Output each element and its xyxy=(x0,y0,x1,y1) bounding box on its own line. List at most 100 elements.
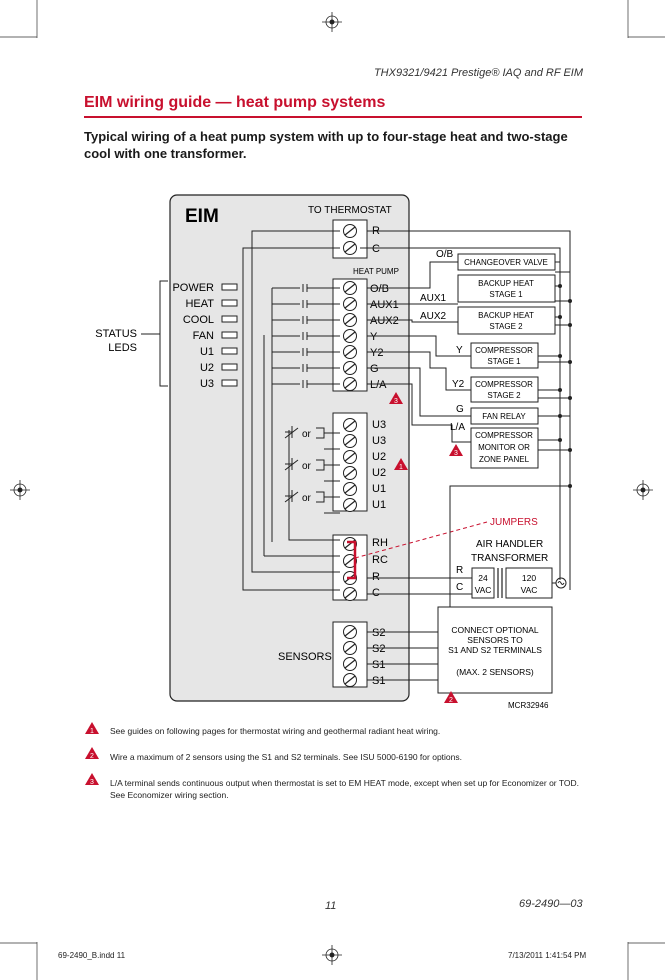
terminal-u2a: U2 xyxy=(372,451,386,463)
backup-heat-2-box xyxy=(457,306,556,335)
ac-source-icon xyxy=(552,577,567,589)
terminal-aux2: AUX2 xyxy=(370,315,399,327)
led-fan-label: FAN xyxy=(193,330,214,342)
note-marker-3b: 3 xyxy=(449,444,463,457)
led-heat-label: HEAT xyxy=(185,298,214,310)
svg-text:BACKUP HEAT: BACKUP HEAT xyxy=(478,311,534,320)
svg-text:Y: Y xyxy=(456,345,463,356)
svg-text:3: 3 xyxy=(394,398,398,405)
relay-contact-icon xyxy=(272,316,340,324)
footnote-2: Wire a maximum of 2 sensors using the S1… xyxy=(110,752,462,762)
terminal-u3a: U3 xyxy=(372,419,386,431)
svg-text:COMPRESSOR: COMPRESSOR xyxy=(475,380,533,389)
terminal-u1a: U1 xyxy=(372,483,386,495)
svg-text:O/B: O/B xyxy=(436,249,454,260)
compressor-monitor-box xyxy=(470,427,539,469)
svg-text:G: G xyxy=(456,404,464,415)
terminal-s1a: S1 xyxy=(372,659,385,671)
terminal-rc: RC xyxy=(372,554,388,566)
heat-pump-label: HEAT PUMP xyxy=(353,267,399,276)
footnote-1: See guides on following pages for thermo… xyxy=(110,726,441,736)
or-label-1: or xyxy=(302,429,312,440)
terminal-y: Y xyxy=(370,331,378,343)
svg-text:24: 24 xyxy=(478,573,488,583)
terminal-screw-slot xyxy=(344,420,356,430)
relay-contact-icon xyxy=(272,380,340,388)
svg-text:FAN RELAY: FAN RELAY xyxy=(482,412,526,421)
svg-text:STAGE 2: STAGE 2 xyxy=(487,391,521,400)
note-marker-2: 2 xyxy=(444,691,458,704)
or-label-2: or xyxy=(302,461,312,472)
terminal-screw-slot xyxy=(344,243,356,253)
terminal-screw-slot xyxy=(344,556,356,566)
terminal-la: L/A xyxy=(370,379,387,391)
relay-contact-icon xyxy=(272,284,340,292)
svg-text:AUX1: AUX1 xyxy=(420,293,447,304)
svg-text:CONNECT OPTIONAL: CONNECT OPTIONAL xyxy=(451,625,538,635)
fan-relay-box xyxy=(470,407,539,425)
terminal-s1b: S1 xyxy=(372,675,385,687)
page-title: EIM wiring guide — heat pump systems xyxy=(84,94,386,111)
document-number: 69-2490—03 xyxy=(519,898,583,910)
svg-text:VAC: VAC xyxy=(475,585,492,595)
relay-contact-icon xyxy=(272,300,340,308)
air-handler-label: AIR HANDLER xyxy=(476,539,543,550)
svg-text:3: 3 xyxy=(90,779,94,786)
terminal-u2b: U2 xyxy=(372,467,386,479)
sensor-box xyxy=(437,606,553,694)
svg-text:R: R xyxy=(456,565,463,576)
svg-text:(MAX. 2 SENSORS): (MAX. 2 SENSORS) xyxy=(456,667,534,677)
led-u2-label: U2 xyxy=(200,362,214,374)
transformer-24vac xyxy=(471,567,495,599)
svg-text:CHANGEOVER VALVE: CHANGEOVER VALVE xyxy=(464,258,548,267)
intro-text: Typical wiring of a heat pump system wit… xyxy=(84,129,568,161)
terminal-screw-slot xyxy=(344,627,356,637)
footnote-marker-2: 2 xyxy=(85,747,99,760)
terminal-screw-slot xyxy=(344,436,356,446)
footnote-3: L/A terminal sends continuous output whe… xyxy=(110,778,579,800)
svg-text:SENSORS TO: SENSORS TO xyxy=(467,635,523,645)
terminal-s2a: S2 xyxy=(372,627,385,639)
terminal-screw-slot xyxy=(344,659,356,669)
terminal-screw-slot xyxy=(344,363,356,373)
footnote-marker-3: 3 xyxy=(85,773,99,786)
footnote-marker-1: 1 xyxy=(85,722,99,735)
terminal-screw-slot xyxy=(344,299,356,309)
terminal-c2: C xyxy=(372,587,380,599)
note-marker-1: 1 xyxy=(394,458,408,471)
eim-label: EIM xyxy=(185,206,219,227)
led-power-label: POWER xyxy=(172,282,214,294)
terminal-screw-slot xyxy=(344,468,356,478)
svg-text:COMPRESSOR: COMPRESSOR xyxy=(475,431,533,440)
terminal-c: C xyxy=(372,243,380,255)
terminal-screw-slot xyxy=(344,589,356,599)
status-leds-label-2: LEDS xyxy=(108,342,137,354)
svg-text:120: 120 xyxy=(522,573,536,583)
terminal-aux1: AUX1 xyxy=(370,299,399,311)
sensors-label: SENSORS xyxy=(278,651,332,663)
terminal-u1b: U1 xyxy=(372,499,386,511)
terminal-rh: RH xyxy=(372,537,388,549)
jumper-bracket xyxy=(347,540,357,580)
terminal-ob: O/B xyxy=(370,283,389,295)
slug-date: 7/13/2011 1:41:54 PM xyxy=(508,951,587,960)
svg-text:BACKUP HEAT: BACKUP HEAT xyxy=(478,279,534,288)
slug-file: 69-2490_B.indd 11 xyxy=(58,951,126,960)
relay-contact-icon xyxy=(272,332,340,340)
terminal-screw-slot xyxy=(344,283,356,293)
terminal-screws xyxy=(343,224,357,687)
svg-text:AUX2: AUX2 xyxy=(420,311,447,322)
document-header: THX9321/9421 Prestige® IAQ and RF EIM xyxy=(373,67,583,79)
status-leds-label: STATUS xyxy=(95,328,137,340)
svg-text:C: C xyxy=(456,582,463,593)
title-rule xyxy=(84,116,582,118)
svg-text:Y2: Y2 xyxy=(452,379,465,390)
terminal-y2: Y2 xyxy=(370,347,383,359)
led-cool-label: COOL xyxy=(183,314,214,326)
transformer-120vac xyxy=(505,567,553,599)
svg-text:STAGE 1: STAGE 1 xyxy=(489,290,523,299)
terminal-screw-slot xyxy=(344,500,356,510)
svg-text:STAGE 2: STAGE 2 xyxy=(489,322,523,331)
